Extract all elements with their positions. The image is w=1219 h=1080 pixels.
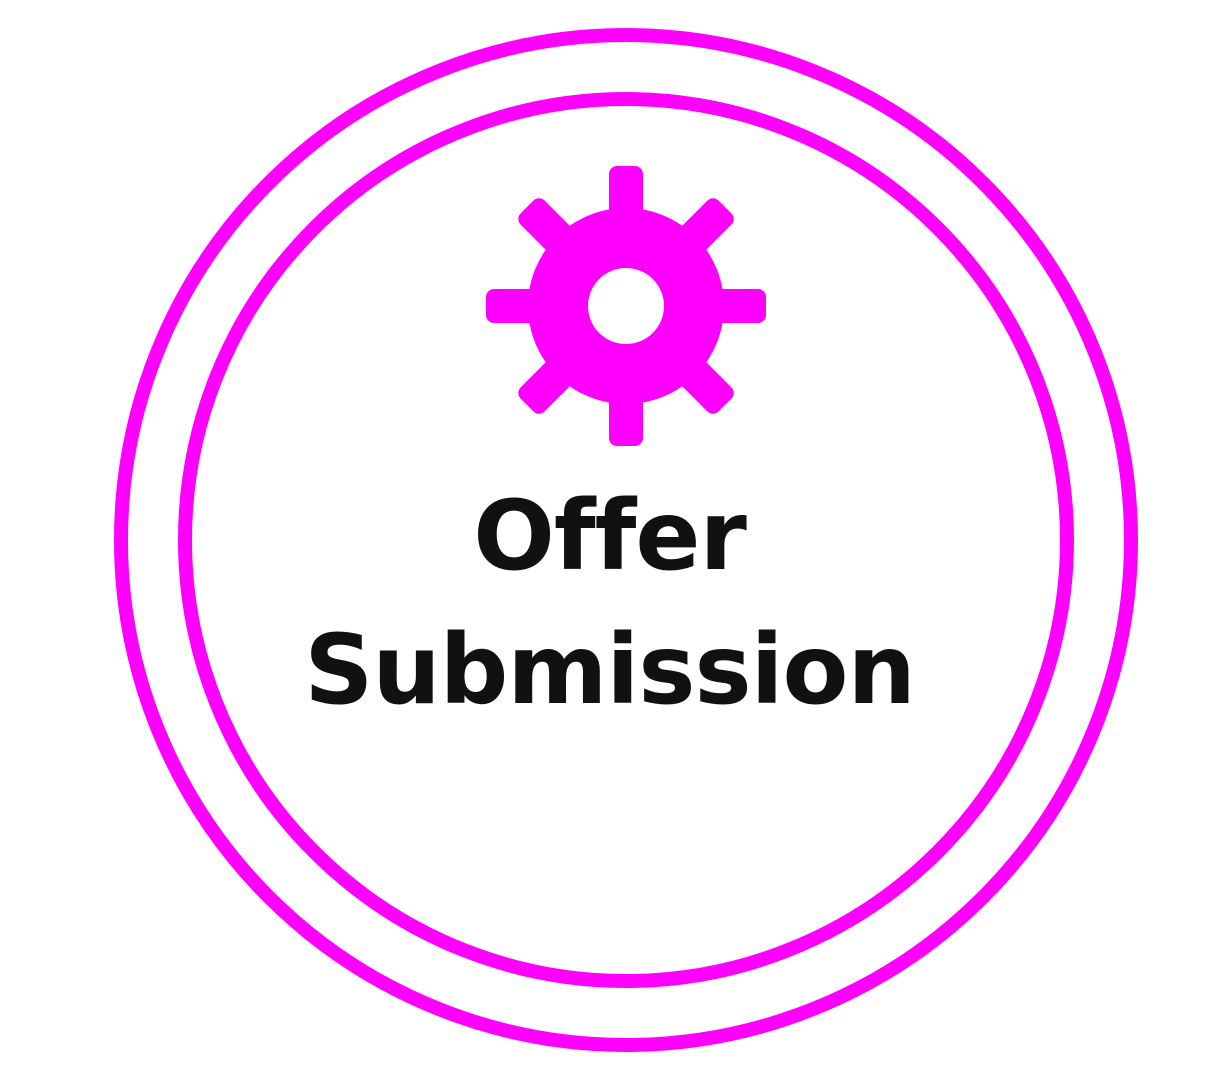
node-label-line-1: Offer xyxy=(473,480,747,592)
node-label-line-2: Submission xyxy=(304,614,916,726)
outer-ring xyxy=(114,28,1138,1052)
inner-ring xyxy=(178,92,1074,988)
gear-icon xyxy=(486,166,766,446)
